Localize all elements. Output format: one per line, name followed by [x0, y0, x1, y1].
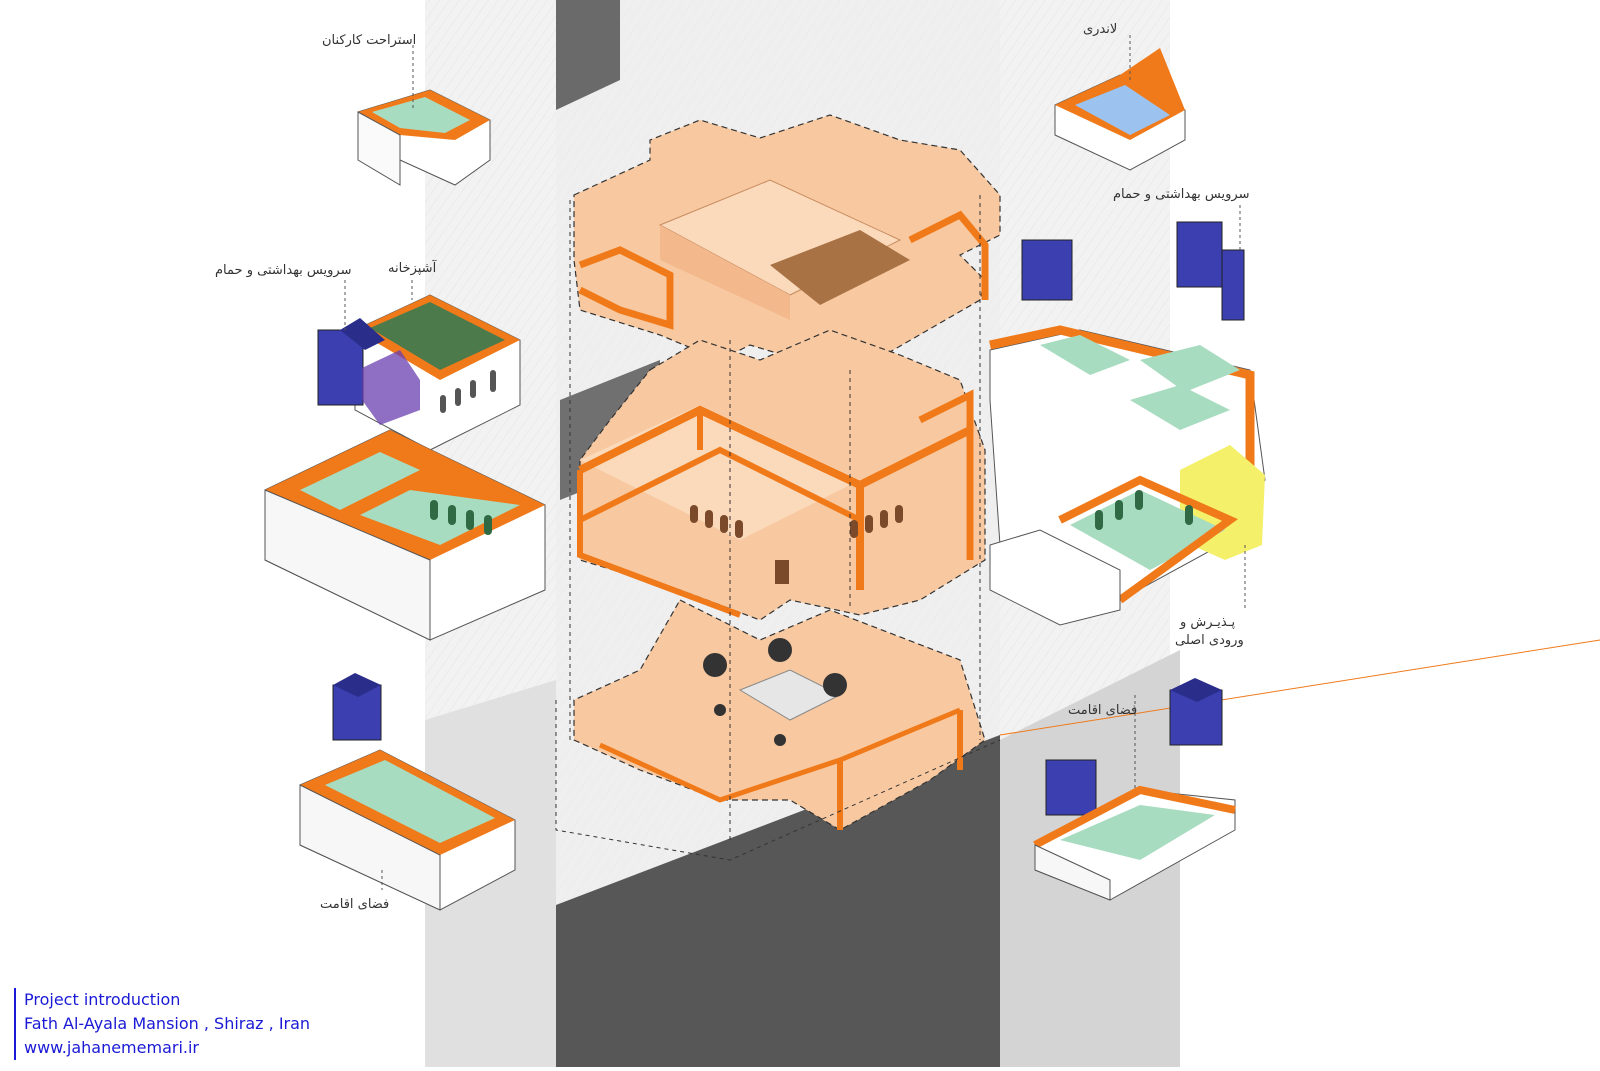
road [556, 735, 1000, 1067]
block-right-wc [1021, 221, 1245, 321]
label-residence-left: فضای اقامت [320, 897, 390, 912]
label-laundry: لاندری [1083, 22, 1118, 37]
middle-floor-plate [577, 329, 986, 621]
label-reception-line1: پـذیـرش و [1180, 615, 1236, 630]
label-residence-right: فضای اقامت [1068, 703, 1138, 718]
caption-website: www.jahanememari.ir [24, 1038, 200, 1057]
label-reception-line2: ورودی اصلی [1175, 633, 1244, 648]
block-kitchen [317, 294, 521, 451]
label-wc-bath-right: سرویس بهداشتی و حمام [1113, 187, 1250, 202]
label-staff-rest: استراحت کارکنان [322, 33, 417, 48]
upper-floor-plate [573, 114, 1001, 376]
block-left-middle [264, 429, 546, 641]
label-wc-bath-left: سرویس بهداشتی و حمام [215, 263, 352, 278]
caption-title: Project introduction [24, 990, 181, 1009]
label-kitchen: آشپزخانه [388, 261, 437, 276]
block-laundry [1054, 48, 1186, 171]
block-left-residence [299, 673, 516, 911]
block-right-residence [1033, 678, 1236, 901]
project-caption: Project introduction Fath Al-Ayala Mansi… [14, 988, 310, 1060]
trees [703, 638, 847, 746]
caption-location: Fath Al-Ayala Mansion , Shiraz , Iran [24, 1014, 311, 1033]
leader-lines [344, 35, 1246, 890]
block-staff-rest [357, 89, 491, 186]
guide-lines [555, 195, 1001, 861]
block-right-middle [989, 325, 1266, 626]
ground-floor-plate [573, 599, 986, 831]
